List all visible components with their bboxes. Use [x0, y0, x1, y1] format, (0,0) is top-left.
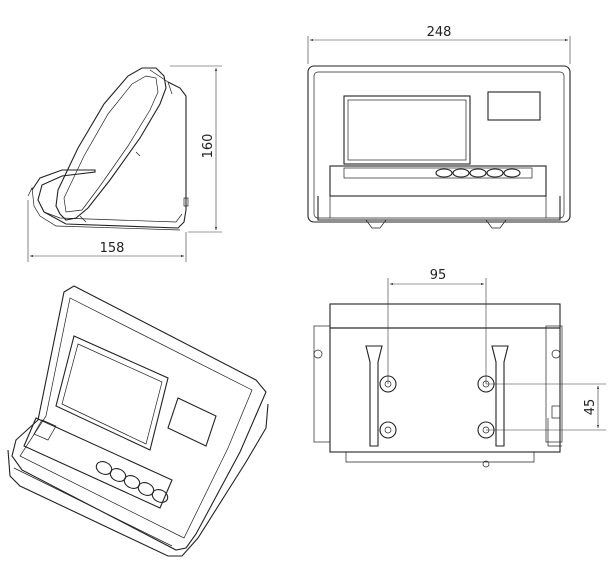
dimension-160: 160 [170, 65, 222, 233]
dimension-95: 95 [387, 268, 487, 384]
dimension-45-label: 45 [583, 399, 598, 416]
dimension-158: 158 [27, 200, 187, 262]
dimension-248-label: 248 [427, 25, 452, 40]
bottom-view [313, 303, 563, 468]
isometric-view [7, 285, 269, 557]
dimension-158-label: 158 [100, 241, 125, 256]
dimension-95-label: 95 [430, 268, 447, 283]
dimension-45: 45 [486, 383, 606, 431]
dimension-160-label: 160 [201, 134, 216, 159]
front-view [307, 65, 571, 229]
side-view [27, 67, 189, 231]
dimension-248: 248 [307, 25, 571, 64]
